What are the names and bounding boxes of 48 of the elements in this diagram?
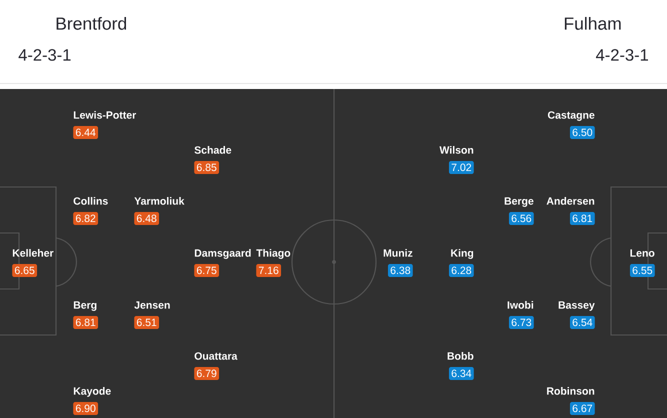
- rating-badge: 6.75: [194, 264, 220, 277]
- rating-badge: 6.55: [630, 264, 655, 277]
- player-name: Jensen: [134, 301, 170, 309]
- player-name: Damsgaard: [194, 249, 251, 259]
- player-name: Kelleher: [12, 249, 54, 257]
- rating-badge: 6.82: [73, 212, 98, 225]
- player-name: Yarmoliuk: [134, 197, 184, 205]
- player-name: Iwobi: [508, 301, 534, 309]
- rating-badge: 6.79: [194, 367, 220, 380]
- rating-badge: 6.48: [134, 212, 160, 225]
- player-name: Thiago: [256, 249, 290, 259]
- formation-label: 4-2-3-1: [596, 49, 648, 61]
- player-name: Kayode: [74, 387, 111, 397]
- rating-badge: 6.51: [134, 316, 160, 329]
- player-name: King: [451, 249, 474, 259]
- team-name: Fulham: [564, 16, 621, 30]
- rating-badge: 6.81: [570, 212, 595, 225]
- player-name: Schade: [194, 146, 232, 154]
- player-name: Muniz: [384, 249, 412, 257]
- rating-badge: 6.81: [73, 316, 98, 329]
- player-name: Ouattara: [194, 352, 238, 360]
- player-name: Bobb: [448, 352, 474, 360]
- player-name: Lewis-Potter: [74, 111, 136, 119]
- player-name: Robinson: [547, 387, 594, 395]
- player-name: Wilson: [440, 146, 474, 154]
- player-name: Collins: [74, 197, 108, 205]
- player-name: Leno: [630, 249, 654, 257]
- rating-badge: 6.65: [12, 264, 38, 277]
- rating-badge: 6.85: [194, 161, 220, 174]
- player-name: Berg: [74, 301, 96, 311]
- player-name: Andersen: [546, 197, 594, 205]
- rating-badge: 6.38: [388, 264, 413, 277]
- rating-badge: 6.34: [448, 367, 474, 380]
- rating-badge: 7.02: [448, 161, 474, 174]
- rating-badge: 6.54: [570, 316, 595, 329]
- rating-badge: 6.44: [73, 126, 98, 139]
- team-name: Brentford: [56, 16, 126, 30]
- rating-badge: 6.50: [570, 126, 595, 139]
- rating-badge: 6.73: [508, 316, 534, 329]
- player-name: Castagne: [548, 111, 594, 121]
- player-name: Bassey: [558, 301, 595, 311]
- player-name: Berge: [504, 197, 534, 207]
- rating-badge: 6.56: [508, 212, 534, 225]
- rating-badge: 6.90: [73, 402, 98, 415]
- formation-label: 4-2-3-1: [18, 49, 71, 61]
- rating-badge: 6.28: [448, 264, 474, 277]
- rating-badge: 7.16: [256, 264, 282, 277]
- rating-badge: 6.67: [570, 402, 595, 415]
